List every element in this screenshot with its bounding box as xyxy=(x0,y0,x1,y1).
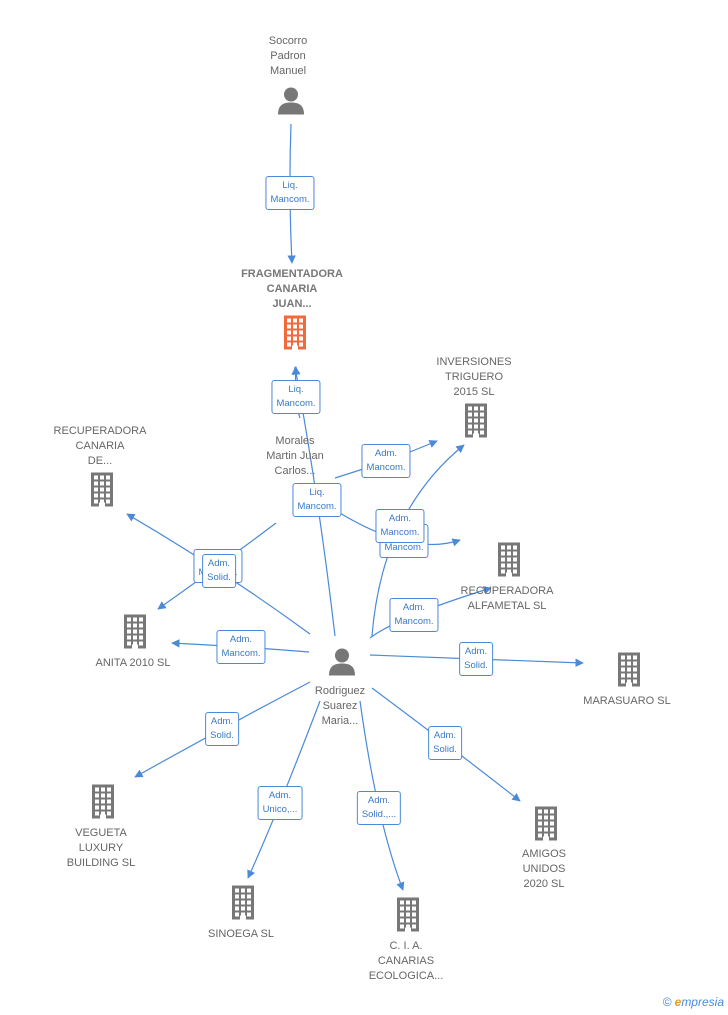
person-icon[interactable] xyxy=(277,86,305,121)
company-label-vegueta[interactable]: VEGUETA LUXURY BUILDING SL xyxy=(66,827,136,869)
copyright-symbol: © xyxy=(662,995,672,1009)
building-icon[interactable] xyxy=(533,806,559,846)
edge-label-morales-fragmentadora[interactable]: Liq. Mancom. xyxy=(271,380,321,414)
edge-label-rodriguez-fragmentadora[interactable]: Liq. Mancom. xyxy=(292,483,342,517)
building-icon[interactable] xyxy=(122,614,148,654)
building-icon[interactable] xyxy=(616,652,642,692)
edge-label-rodriguez-sinoega[interactable]: Adm. Unico,... xyxy=(257,786,303,820)
person-label-rodriguez[interactable]: Rodriguez Suarez Maria... xyxy=(314,685,366,727)
edge-label-rodriguez-recuperadora_canaria[interactable]: Adm. Solid. xyxy=(202,554,236,588)
company-label-marasuaro[interactable]: MARASUARO SL xyxy=(583,695,671,707)
person-label-morales[interactable]: Morales Martin Juan Carlos... xyxy=(266,435,324,477)
edge-label-socorro-fragmentadora[interactable]: Liq. Mancom. xyxy=(265,176,315,210)
company-label-cia[interactable]: C. I. A. CANARIAS ECOLOGICA... xyxy=(368,940,444,982)
company-label-sinoega[interactable]: SINOEGA SL xyxy=(207,928,275,940)
company-label-anita[interactable]: ANITA 2010 SL xyxy=(95,657,171,669)
edge-label-rodriguez-cia[interactable]: Adm. Solid.,... xyxy=(356,791,402,825)
building-icon[interactable] xyxy=(282,315,308,355)
company-label-amigos[interactable]: AMIGOS UNIDOS 2020 SL xyxy=(521,848,567,890)
company-label-inversiones[interactable]: INVERSIONES TRIGUERO 2015 SL xyxy=(436,356,512,398)
edge-label-rodriguez-anita[interactable]: Adm. Mancom. xyxy=(216,630,266,664)
brand-initial: e xyxy=(674,995,682,1009)
edges-layer xyxy=(126,123,584,891)
company-label-fragmentadora[interactable]: FRAGMENTADORA CANARIA JUAN... xyxy=(241,268,343,310)
edge-label-rodriguez-inversiones[interactable]: Adm. Mancom. xyxy=(375,509,425,543)
edge-label-morales-inversiones[interactable]: Adm. Mancom. xyxy=(361,444,411,478)
edge-label-rodriguez-marasuaro[interactable]: Adm. Solid. xyxy=(459,642,493,676)
person-icon[interactable] xyxy=(328,647,356,682)
company-label-recuperadora_canaria[interactable]: RECUPERADORA CANARIA DE... xyxy=(53,425,147,467)
building-icon[interactable] xyxy=(395,897,421,937)
building-icon[interactable] xyxy=(89,472,115,512)
edge-label-rodriguez-amigos[interactable]: Adm. Solid. xyxy=(428,726,462,760)
person-label-socorro[interactable]: Socorro Padron Manuel xyxy=(268,35,308,77)
edge-label-rodriguez-vegueta[interactable]: Adm. Solid. xyxy=(205,712,239,746)
brand-name: mpresia xyxy=(681,995,724,1009)
building-icon[interactable] xyxy=(463,403,489,443)
footer-brand: ©empresia xyxy=(663,995,724,1009)
building-icon[interactable] xyxy=(230,885,256,925)
edge-label-rodriguez-recuperadora_alfametal[interactable]: Adm. Mancom. xyxy=(389,598,439,632)
company-label-recuperadora_alfametal[interactable]: RECUPERADORA ALFAMETAL SL xyxy=(460,585,554,612)
building-icon[interactable] xyxy=(90,784,116,824)
building-icon[interactable] xyxy=(496,542,522,582)
